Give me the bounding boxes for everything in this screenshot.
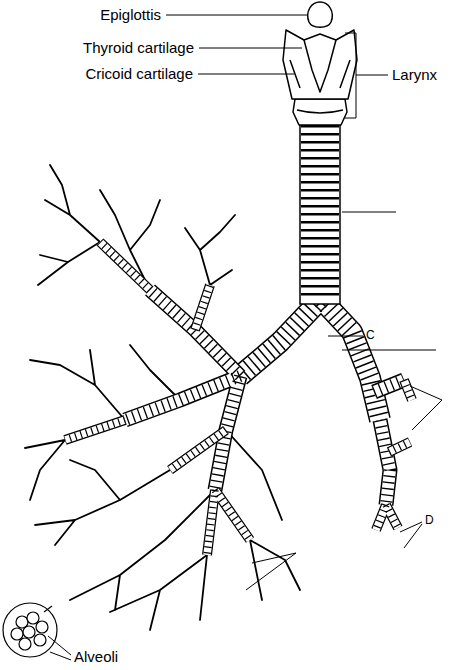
trachea [300,122,340,304]
part-label: C [366,328,375,342]
bronchus-rings [65,242,412,555]
bronchus-tubes [65,242,412,555]
cricoid-detail [297,110,343,113]
alveoli-cluster [3,603,57,657]
bronchus-rings [240,300,380,420]
magnify-circle [3,603,57,657]
bronchus-outline [125,290,404,505]
part-label: Alveoli [74,648,118,666]
alveolus [23,626,35,638]
alveolar-duct [44,606,52,612]
leader-line [400,522,422,548]
trachea-tube [300,122,340,304]
larynx-bracket [345,33,388,118]
bronchus-fill [65,242,412,555]
alveolus [34,634,46,646]
bronchus-outline [240,300,380,420]
leader-line [246,553,296,590]
trachea-rings [301,125,339,300]
part-label: Epiglottis [100,6,161,24]
leader-lines [48,15,442,660]
leader-line [166,15,307,16]
leader-line [48,636,71,660]
leader-line [410,386,442,430]
cricoid-cartilage-shape [293,99,347,125]
part-label: Thyroid cartilage [83,39,194,57]
bronchus-outline [65,242,412,555]
leader-line [199,48,302,49]
alveolus [27,612,39,624]
leader-line [328,336,363,337]
part-label: D [425,513,434,527]
part-label: Cricoid cartilage [85,65,193,83]
part-label: Larynx [392,66,437,84]
thyroid-cartilage-shape [283,30,357,99]
epiglottis-shape [308,2,333,27]
leader-line [342,350,436,351]
larynx [283,2,357,125]
bronchus-fill [125,290,404,505]
bronchus-fill [240,300,380,420]
leader-line [342,212,396,213]
alveolus [36,621,48,633]
alveolus [19,638,31,650]
leader-line [198,74,294,75]
bronchiole [35,430,300,630]
alveolus [11,628,23,640]
bronchus-rings [125,290,404,505]
bronchiole-twigs [25,165,300,630]
